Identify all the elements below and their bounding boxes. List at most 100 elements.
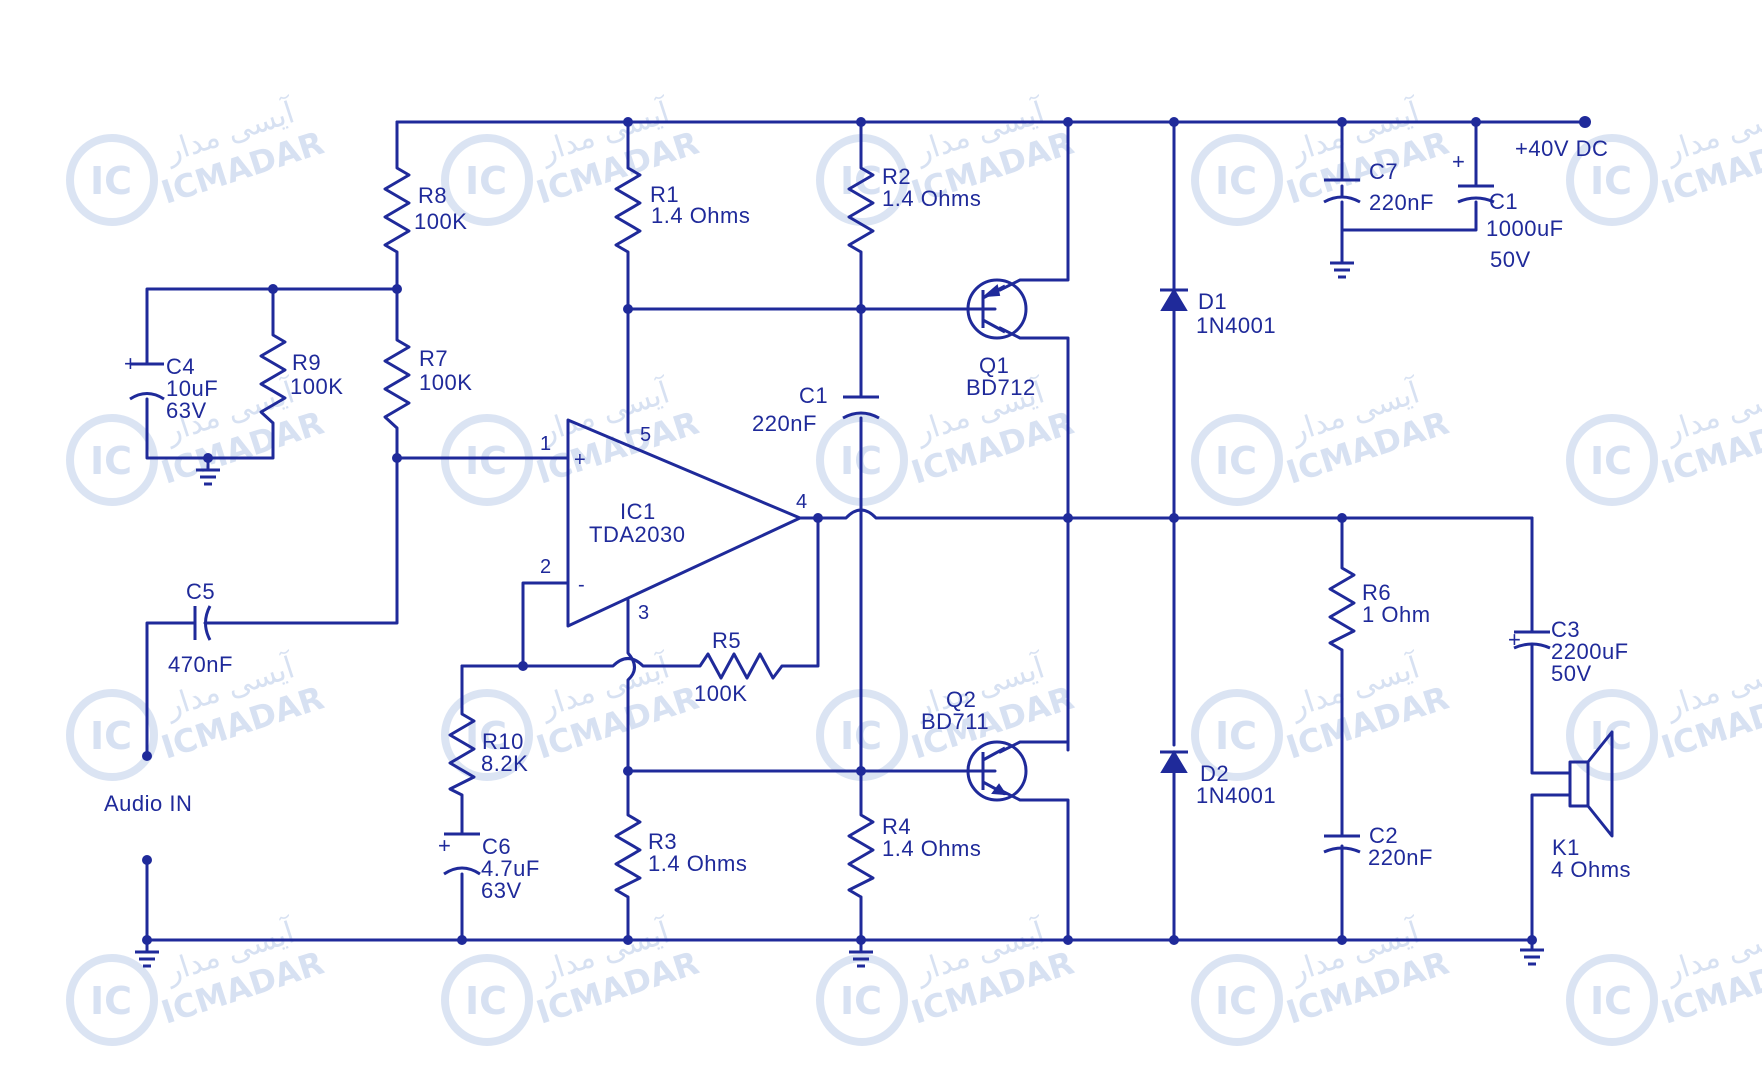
c4-polarity-mark: +: [124, 351, 137, 376]
c3-polarity-mark: +: [1508, 627, 1521, 652]
watermark-badge-icon: [441, 689, 533, 781]
watermark-badge-icon: [1191, 954, 1283, 1046]
r8-ref: R8: [418, 183, 447, 208]
watermark-badge-text: IC: [1590, 439, 1632, 483]
c4-value: 10uF: [166, 376, 218, 401]
r8-resistor-symbol: [383, 158, 411, 254]
c6-voltage: 63V: [481, 878, 522, 903]
d2-part: 1N4001: [1196, 783, 1276, 808]
r7-value: 100K: [419, 370, 472, 395]
r5-value: 100K: [694, 681, 747, 706]
watermark-badge-icon: [1566, 134, 1658, 226]
c5-ref: C5: [186, 579, 215, 604]
c1a-value: 220nF: [752, 411, 817, 436]
ic1-pin5-label: 5: [640, 424, 651, 446]
ic1-plus-sign: +: [574, 449, 586, 471]
ic1-opamp-symbol: 1 + 2 - 5 3 4: [540, 418, 807, 628]
r9-ref: R9: [292, 350, 321, 375]
c6-polarity-mark: +: [438, 833, 451, 858]
watermark-badge-icon: [441, 414, 533, 506]
c6-value: 4.7uF: [481, 856, 540, 881]
r10-ref: R10: [482, 729, 524, 754]
watermark-badge-text: IC: [90, 159, 132, 203]
ic1-pin3-label: 3: [638, 602, 649, 624]
polarity-marks: + + + +: [124, 149, 1521, 858]
r5-ref: R5: [712, 628, 741, 653]
r3-ref: R3: [648, 829, 677, 854]
r4-value: 1.4 Ohms: [882, 836, 981, 861]
r9-resistor-symbol: [259, 329, 287, 425]
r4-ref: R4: [882, 814, 911, 839]
c1b-value: 1000uF: [1486, 216, 1564, 241]
r4-resistor-symbol: [847, 805, 875, 899]
r2-resistor-symbol: [847, 158, 875, 254]
c2-ref: C2: [1369, 823, 1398, 848]
d1-part: 1N4001: [1196, 313, 1276, 338]
ic1-part: TDA2030: [589, 522, 685, 547]
watermark-badge-icon: [66, 134, 158, 226]
c1b-ref: C1: [1489, 189, 1518, 214]
watermark-badge-icon: [441, 954, 533, 1046]
c1b-voltage: 50V: [1490, 247, 1531, 272]
watermark-badge-icon: [1191, 134, 1283, 226]
ic1-pin4-label: 4: [796, 491, 807, 513]
q2-part: BD711: [921, 709, 989, 734]
r5-resistor-symbol: [692, 652, 784, 680]
r1-value: 1.4 Ohms: [651, 203, 750, 228]
d2-ref: D2: [1200, 761, 1229, 786]
r6-value: 1 Ohm: [1362, 602, 1431, 627]
r6-ref: R6: [1362, 580, 1391, 605]
component-labels: +40V DC Audio IN IC1 TDA2030 R8 100K R7 …: [104, 136, 1631, 903]
ic1-pin2-label: 2: [540, 556, 551, 578]
d2-diode-symbol: [1160, 750, 1188, 773]
q2-ref: Q2: [946, 687, 976, 712]
r6-resistor-symbol: [1328, 558, 1356, 652]
r2-value: 1.4 Ohms: [882, 186, 981, 211]
r10-resistor-symbol: [448, 706, 476, 797]
watermark-badge-text: IC: [1215, 159, 1257, 203]
watermark-badge-text: IC: [1590, 159, 1632, 203]
d1-diode-symbol: [1160, 288, 1188, 311]
c7-ref: C7: [1369, 159, 1398, 184]
q1-ref: Q1: [979, 353, 1009, 378]
capacitor-symbols: [129, 178, 1551, 876]
watermark-badge-icon: [1566, 954, 1658, 1046]
watermark-badge-icon: [1566, 414, 1658, 506]
c6-ref: C6: [482, 834, 511, 859]
watermark-badge-icon: [66, 954, 158, 1046]
c3-voltage: 50V: [1551, 661, 1592, 686]
c3-value: 2200uF: [1551, 639, 1629, 664]
wires: [145, 120, 1587, 954]
c1a-ref: C1: [799, 383, 828, 408]
watermark-badge-text: IC: [1590, 979, 1632, 1023]
r10-value: 8.2K: [481, 751, 528, 776]
watermark-badge-text: IC: [1215, 439, 1257, 483]
k1-ref: K1: [1552, 835, 1580, 860]
watermark-badge-text: IC: [465, 159, 507, 203]
k1-speaker-symbol: [1568, 730, 1614, 838]
r1-ref: R1: [650, 182, 679, 207]
c4-ref: C4: [166, 354, 195, 379]
resistor-symbols: [259, 158, 1356, 899]
c5-value: 470nF: [168, 652, 233, 677]
watermark-badge-text: IC: [1215, 714, 1257, 758]
watermark-badge-icon: [66, 414, 158, 506]
r3-value: 1.4 Ohms: [648, 851, 747, 876]
r3-resistor-symbol: [614, 805, 642, 899]
d1-ref: D1: [1198, 289, 1227, 314]
k1-value: 4 Ohms: [1551, 857, 1631, 882]
watermark-badge-icon: [1191, 414, 1283, 506]
